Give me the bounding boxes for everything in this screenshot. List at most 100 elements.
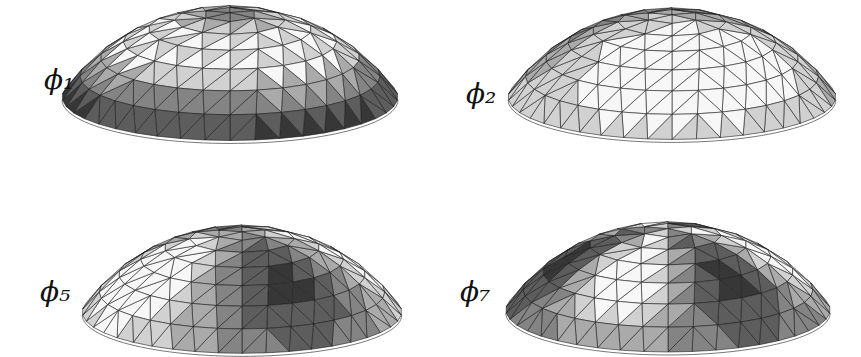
mesh-triangle <box>219 225 242 230</box>
mesh-triangle <box>620 88 645 112</box>
mesh-triangle <box>696 114 720 139</box>
mesh-triangle <box>621 10 645 15</box>
mesh-triangle <box>506 290 523 314</box>
mesh-triangle <box>383 292 402 315</box>
mesh-triangle <box>80 54 101 76</box>
mesh-triangle <box>159 13 182 20</box>
mesh-triangle <box>738 322 759 348</box>
mesh-triangle <box>716 325 739 350</box>
mesh-triangle <box>230 32 258 50</box>
mesh-triangle <box>351 316 367 343</box>
mesh-triangle <box>216 286 242 307</box>
mesh-triangle <box>140 244 165 259</box>
mesh-triangle <box>281 88 305 112</box>
mesh-triangle <box>230 32 258 50</box>
mesh-triangle <box>202 32 230 49</box>
mesh-triangle <box>546 36 571 55</box>
mesh-triangle <box>718 301 741 325</box>
mode-label: ϕ₇ <box>460 278 490 306</box>
mesh-triangle <box>668 303 694 327</box>
mesh-triangle <box>672 20 696 36</box>
mesh-triangle <box>541 308 557 336</box>
mesh-triangle <box>99 271 119 292</box>
mesh-triangle <box>378 76 397 100</box>
mesh-triangle <box>191 282 216 303</box>
mesh-triangle <box>127 25 150 34</box>
mesh-triangle <box>506 283 525 307</box>
mesh-triangle <box>313 300 333 324</box>
mesh-triangle <box>360 95 375 124</box>
mesh-triangle <box>177 66 203 88</box>
mesh-triangle <box>525 55 546 77</box>
mesh-triangle <box>242 237 265 252</box>
mesh-triangle <box>101 34 127 53</box>
mesh-triangle <box>722 88 745 112</box>
mesh-triangle <box>571 27 593 36</box>
mesh-triangle <box>643 304 668 327</box>
mesh-triangle <box>616 260 641 280</box>
mesh-triangle <box>692 327 716 352</box>
mesh-triangle <box>230 49 258 69</box>
mesh-triangle <box>268 266 293 284</box>
mesh-triangle <box>616 280 641 302</box>
mesh-triangle <box>83 292 102 315</box>
mesh-triangle <box>668 282 695 304</box>
mesh-triangle <box>159 13 182 19</box>
mesh-triangle <box>578 80 598 105</box>
mesh-triangle <box>578 105 599 132</box>
mesh-triangle <box>668 282 695 304</box>
mesh-triangle <box>325 106 345 133</box>
mesh-triangle <box>768 257 793 276</box>
mesh-triangle <box>242 285 268 306</box>
mesh-triangle <box>641 234 668 248</box>
mesh-triangle <box>546 36 571 55</box>
mesh-triangle <box>672 34 699 51</box>
mesh-triangle <box>366 310 381 337</box>
mesh-triangle <box>643 327 668 352</box>
mesh-triangle <box>242 328 267 353</box>
mesh-triangle <box>672 20 699 36</box>
mesh-triangle <box>525 262 549 283</box>
mesh-triangle <box>622 112 647 137</box>
mesh-triangle <box>698 69 723 90</box>
mesh-triangle <box>565 241 590 257</box>
mesh-triangle <box>242 266 269 285</box>
mesh-triangle <box>132 316 150 343</box>
mesh-triangle <box>647 91 672 114</box>
mesh-triangle <box>311 25 337 41</box>
mesh-triangle <box>119 253 144 271</box>
mesh-triangle <box>582 20 603 29</box>
mesh-triangle <box>642 303 668 326</box>
mesh-triangle <box>144 244 165 253</box>
mode-label: ϕ₅ <box>40 278 70 306</box>
mesh-triangle <box>192 303 217 326</box>
mesh-triangle <box>80 54 101 76</box>
mesh-triangle <box>174 232 196 237</box>
mesh-triangle <box>177 8 202 13</box>
mesh-triangle <box>202 49 230 68</box>
mesh-triangle <box>230 114 256 140</box>
mesh-triangle <box>672 34 699 51</box>
dome-mesh <box>82 225 401 356</box>
base-rim <box>82 315 401 356</box>
mesh-triangle <box>759 318 778 344</box>
mesh-triangle <box>216 225 242 230</box>
mesh-triangle <box>365 271 385 292</box>
mesh-triangle <box>169 300 191 324</box>
mesh-triangle <box>672 90 698 114</box>
mesh-triangle <box>598 62 620 85</box>
mesh-triangle <box>177 88 203 112</box>
mesh-triangle <box>668 248 695 265</box>
mesh-triangle <box>668 234 695 250</box>
mesh-triangle <box>283 66 307 88</box>
mesh-triangle <box>568 27 594 43</box>
mesh-triangle <box>242 266 269 285</box>
mesh-triangle <box>174 232 196 239</box>
mesh-triangle <box>641 222 668 227</box>
mesh-triangle <box>699 50 724 69</box>
mesh-triangle <box>595 322 618 348</box>
mesh-triangle <box>101 34 127 53</box>
mesh-triangle <box>594 275 616 298</box>
mesh-triangle <box>216 237 242 251</box>
